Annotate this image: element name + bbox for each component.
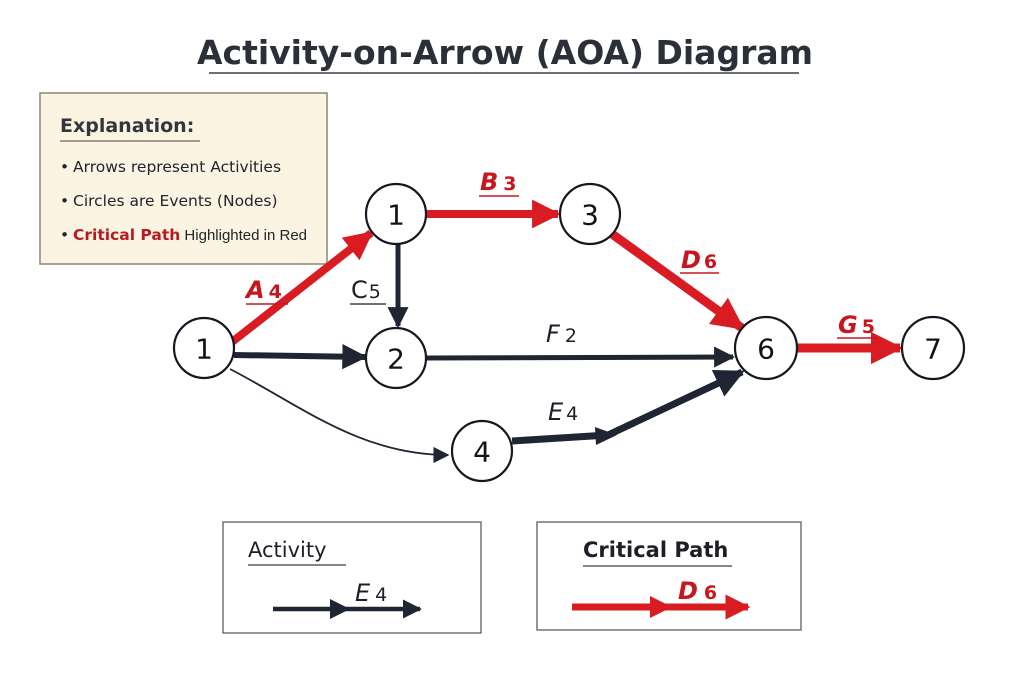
- activity-name: G: [838, 311, 858, 339]
- node-7: 7: [900, 315, 966, 381]
- node-circle: [364, 326, 428, 390]
- activity-duration: 4: [566, 403, 578, 425]
- activity-name: B: [480, 168, 498, 196]
- svg-text:C5: C5: [351, 276, 381, 304]
- svg-text:F2: F2: [546, 320, 577, 348]
- title-group: Activity-on-Arrow (AOA) Diagram: [197, 33, 813, 74]
- activity-name: C: [351, 276, 368, 304]
- activity-name: E: [548, 398, 564, 426]
- node-3: 3: [558, 182, 622, 246]
- node-label: 2: [387, 343, 405, 376]
- node-label: 6: [757, 333, 775, 366]
- activity-duration: 2: [565, 325, 577, 347]
- activity-duration: 3: [503, 173, 516, 195]
- node-label: 4: [473, 436, 491, 469]
- arrow-activity-f: [425, 346, 736, 368]
- legend-activity-arrow-midhead: [330, 599, 350, 619]
- svg-text:A4: A4: [244, 276, 282, 304]
- activity-name: E: [355, 579, 371, 607]
- node-circle: [558, 182, 622, 246]
- bullet: •: [60, 192, 69, 210]
- arrow-start-to-4: [229, 368, 450, 464]
- node-start-1: 1: [172, 316, 236, 380]
- svg-text:• Critical Path Highli: • Critical Path Highlighted in Red: [60, 226, 307, 244]
- arrow-activity-e: [511, 368, 745, 445]
- node-label: 7: [924, 333, 942, 366]
- activity-label-c: C5: [350, 276, 386, 305]
- explanation-item: • Circles are Events (Nodes): [60, 192, 278, 210]
- legend-critical-arrow-midhead: [650, 596, 672, 618]
- explanation-item: • Critical Path Highlighted in Red: [60, 226, 307, 244]
- explanation-box-bg: [39, 92, 328, 265]
- explanation-box: Explanation: • Arrows represent Activiti…: [39, 92, 328, 265]
- activity-name: D: [681, 246, 701, 274]
- legend-activity-box: [222, 521, 482, 634]
- activity-duration: 5: [862, 316, 875, 338]
- svg-text:G5: G5: [838, 311, 875, 339]
- explanation-item: • Arrows represent Activities: [60, 158, 281, 176]
- explanation-item-text: Circles are Events (Nodes): [73, 192, 278, 210]
- activity-name: D: [678, 577, 698, 605]
- arrow-activity-d: [609, 230, 745, 332]
- node-circle: [733, 315, 799, 381]
- svg-text:• Circles are Events (: • Circles are Events (Nodes): [60, 192, 278, 210]
- bullet: •: [60, 226, 69, 244]
- explanation-heading: Explanation:: [60, 115, 194, 137]
- event-nodes: 1 1 2 3 4 6 7: [172, 182, 966, 483]
- activity-arrows: [229, 199, 904, 464]
- svg-text:E4: E4: [548, 398, 578, 426]
- node-4: 4: [450, 419, 514, 483]
- explanation-item-text: Highlighted in Red: [180, 227, 307, 244]
- activity-name: A: [244, 276, 265, 304]
- activity-duration: 4: [269, 281, 282, 303]
- activity-duration: 4: [375, 584, 387, 606]
- activity-duration: 5: [369, 281, 381, 303]
- node-circle: [364, 182, 428, 246]
- svg-text:• Arrows represent Act: • Arrows represent Activities: [60, 158, 281, 176]
- node-label: 1: [195, 333, 213, 366]
- critical-path-highlight: Critical Path: [73, 226, 180, 244]
- activity-duration: 6: [704, 251, 717, 273]
- activity-duration: 6: [704, 582, 717, 604]
- legend-critical-title: Critical Path: [583, 538, 728, 562]
- node-circle: [450, 419, 514, 483]
- legend-activity-title: Activity: [248, 538, 327, 562]
- node-label: 1: [387, 199, 405, 232]
- node-2: 2: [364, 326, 428, 390]
- node-circle: [172, 316, 236, 380]
- node-label: 3: [581, 199, 599, 232]
- node-circle: [900, 315, 966, 381]
- explanation-item-text: Arrows represent Activities: [73, 158, 281, 176]
- svg-text:D6: D6: [681, 246, 717, 274]
- legend-critical-box: [536, 521, 802, 631]
- activity-name: F: [546, 320, 561, 348]
- arrow-start-to-2: [233, 344, 368, 370]
- bullet: •: [60, 158, 69, 176]
- page-title: Activity-on-Arrow (AOA) Diagram: [197, 33, 813, 72]
- svg-text:B3: B3: [480, 168, 517, 196]
- node-6: 6: [733, 315, 799, 381]
- arrow-activity-e-midhead: [595, 427, 617, 445]
- node-top-1: 1: [364, 182, 428, 246]
- arrow-activity-a: [229, 229, 374, 346]
